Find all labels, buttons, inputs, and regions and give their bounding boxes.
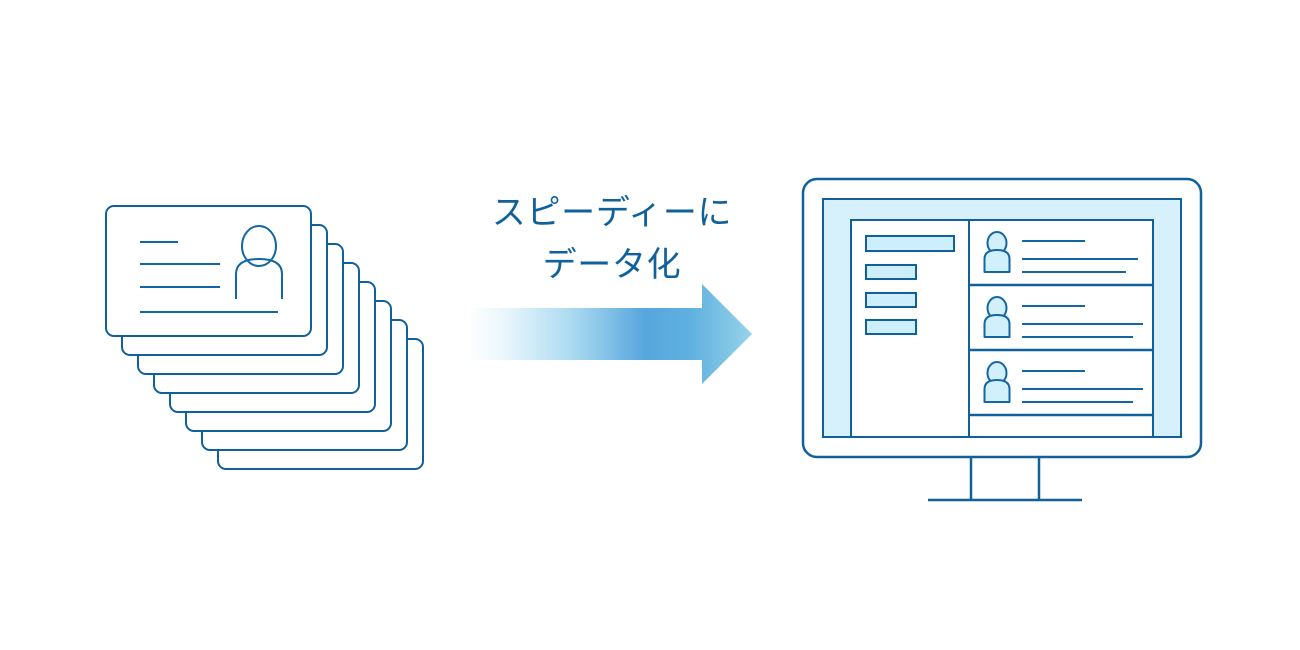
speedy-data-conversion-caption: スピーディーに データ化 — [492, 193, 732, 285]
contact-avatar-icon-body — [983, 314, 1011, 338]
business-card-stack — [105, 205, 424, 470]
caption-line-2: データ化 — [543, 245, 682, 285]
sidebar-chip-header[interactable] — [865, 235, 955, 252]
sidebar-chip-item-1[interactable] — [865, 264, 917, 280]
sidebar-chip-item-3[interactable] — [865, 319, 917, 335]
monitor-app-ui — [850, 219, 1154, 438]
sidebar-chip-item-2[interactable] — [865, 292, 917, 308]
caption-line-1: スピーディーに — [492, 193, 732, 233]
card-person-icon-body — [235, 257, 283, 299]
contact-avatar-icon-body — [983, 249, 1011, 273]
contact-row-4-partial[interactable] — [969, 415, 1153, 437]
front-business-card-content — [140, 225, 283, 313]
contact-avatar-icon-body — [983, 379, 1011, 403]
conversion-arrow-shape — [470, 284, 752, 384]
conversion-arrow — [470, 284, 752, 384]
card-person-icon-head — [241, 225, 277, 267]
front-business-card — [105, 205, 312, 337]
